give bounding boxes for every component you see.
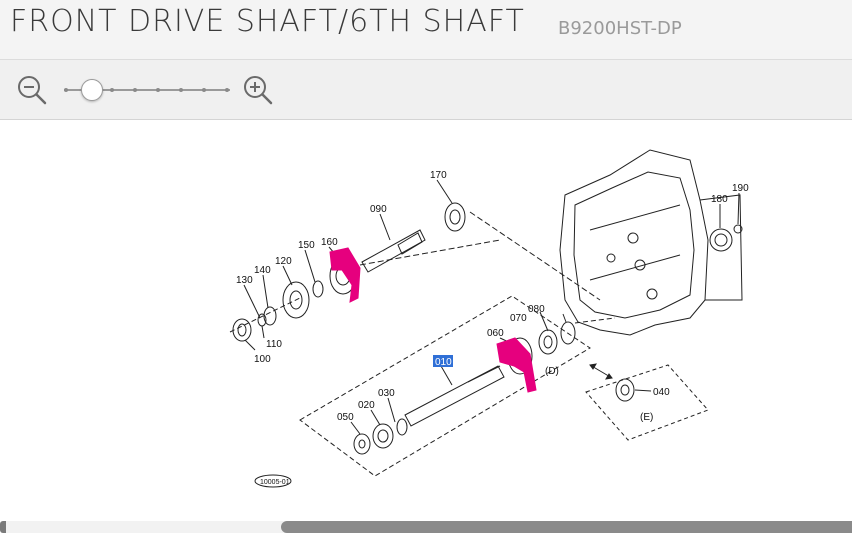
part-label-130: 130: [236, 275, 253, 286]
part-label-080: 080: [528, 304, 545, 315]
plate-number: 10005-01: [260, 479, 290, 486]
zoom-slider[interactable]: [64, 79, 230, 101]
zoom-in-button[interactable]: [240, 72, 276, 108]
part-label-group: 170 090 160 150 120 140 130 110 100 180 …: [236, 170, 749, 486]
selected-part-highlight: [433, 355, 453, 367]
assembly-box-d: [299, 295, 591, 477]
scrollbar-thumb[interactable]: [281, 521, 852, 533]
part-label-190: 190: [732, 183, 749, 194]
part-label-160: 160: [321, 237, 338, 248]
part-label-150: 150: [298, 240, 315, 251]
part-label-110: 110: [266, 339, 282, 350]
zoom-slider-tick: [179, 88, 183, 92]
group-label-d: (D): [545, 366, 559, 377]
part-label-070: 070: [510, 313, 527, 324]
scroll-left-arrow[interactable]: [0, 521, 6, 533]
zoom-slider-tick: [110, 88, 114, 92]
part-label-100: 100: [254, 354, 271, 365]
zoom-toolbar: [0, 60, 852, 120]
zoom-slider-thumb[interactable]: [81, 79, 104, 101]
model-code: B9200HST-DP: [558, 18, 682, 39]
exploded-view-drawing: 170 090 160 150 120 140 130 110 100 180 …: [229, 149, 749, 488]
zoom-out-button[interactable]: [14, 72, 50, 108]
zoom-slider-tick: [225, 88, 229, 92]
part-label-020: 020: [358, 400, 375, 411]
zoom-slider-tick: [133, 88, 137, 92]
zoom-slider-track: [64, 89, 230, 91]
part-label-170: 170: [430, 170, 447, 181]
zoom-slider-tick: [156, 88, 160, 92]
group-label-e: (E): [640, 412, 653, 423]
zoom-slider-tick: [202, 88, 206, 92]
part-label-040: 040: [653, 387, 670, 398]
horizontal-scrollbar[interactable]: [0, 517, 852, 538]
part-label-030: 030: [378, 388, 395, 399]
part-label-090: 090: [370, 204, 387, 215]
part-label-120: 120: [275, 256, 292, 267]
assembly-box-e: [585, 364, 709, 441]
highlight-marks: [329, 247, 537, 393]
parts-diagram[interactable]: 170 090 160 150 120 140 130 110 100 180 …: [0, 121, 852, 517]
part-label-140: 140: [254, 265, 271, 276]
zoom-in-icon: [244, 76, 273, 105]
part-label-060: 060: [487, 328, 504, 339]
page-title: FRONT DRIVE SHAFT/6TH SHAFT: [10, 4, 525, 39]
part-label-010: 010: [435, 357, 452, 368]
zoom-out-icon: [18, 76, 47, 105]
part-label-180: 180: [711, 194, 728, 205]
header-bar: FRONT DRIVE SHAFT/6TH SHAFT B9200HST-DP: [0, 0, 852, 60]
part-label-050: 050: [337, 412, 354, 423]
zoom-slider-tick: [64, 88, 68, 92]
